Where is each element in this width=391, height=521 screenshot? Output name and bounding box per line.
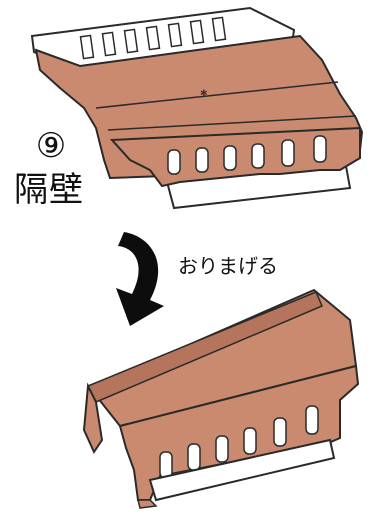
fold-line-3	[107, 115, 357, 131]
upper-tab-slots	[79, 16, 227, 60]
folded-left-edge	[82, 382, 104, 455]
folded-bottom-tab	[148, 438, 336, 502]
folded-windows	[159, 405, 319, 479]
step-number: ⑨	[35, 126, 67, 166]
bulkhead-part-before-fold: ✱	[30, 6, 364, 210]
lower-windows	[167, 135, 327, 175]
fold-instruction: おりまげる	[178, 254, 278, 278]
part-name: 隔壁	[14, 170, 84, 210]
fold-line-2	[95, 81, 339, 109]
sheet-mark: ✱	[200, 89, 208, 99]
curved-down-arrow-icon	[116, 232, 164, 326]
folded-roof-back	[88, 288, 358, 428]
folded-bottom-tab-shadow	[137, 499, 158, 509]
bulkhead-part-after-fold	[82, 288, 360, 509]
fold-line-1	[79, 35, 301, 67]
